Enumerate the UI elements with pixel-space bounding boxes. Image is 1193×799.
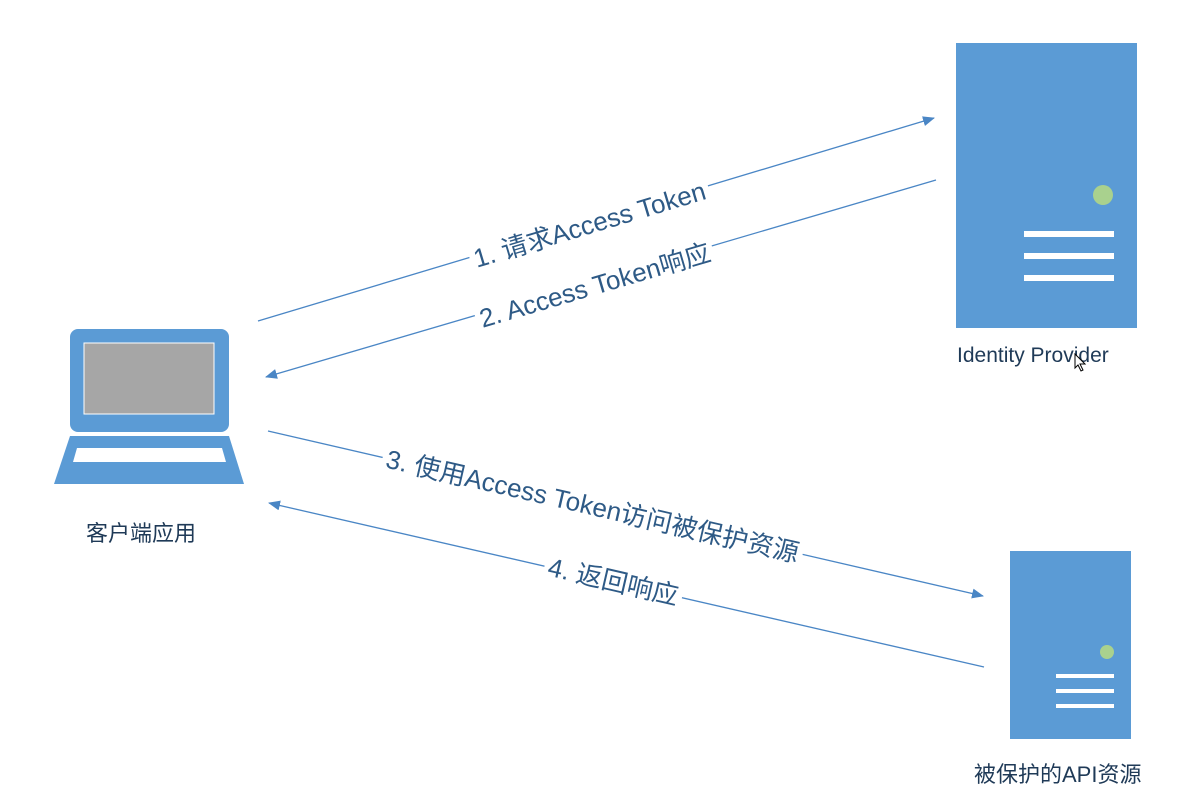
mouse-cursor-icon: [1074, 353, 1087, 372]
identity-provider-label: Identity Provider: [957, 344, 1109, 367]
identity-provider-server-icon: [956, 43, 1137, 328]
api-resource-server-icon: [1010, 551, 1131, 739]
laptop-icon: [54, 329, 244, 484]
api-resource-label: 被保护的API资源: [974, 762, 1142, 787]
client-label: 客户端应用: [86, 521, 197, 546]
